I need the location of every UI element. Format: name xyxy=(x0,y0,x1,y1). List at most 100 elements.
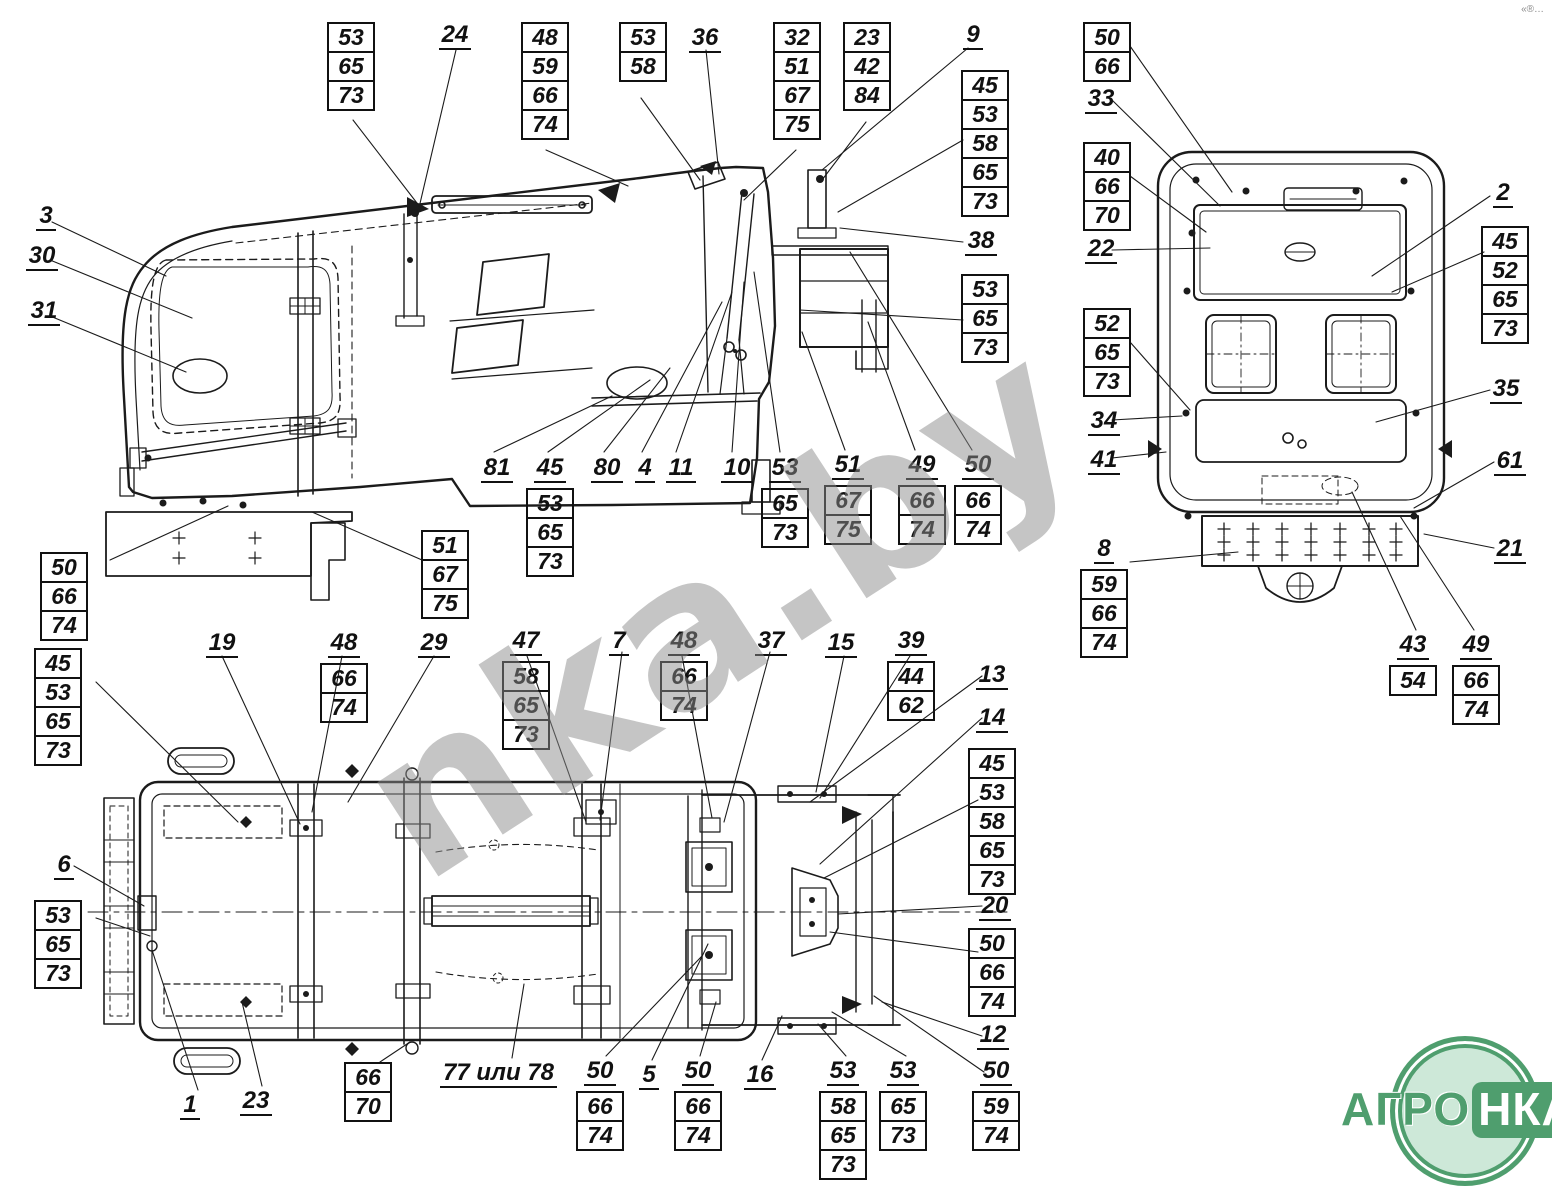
ref-number-box: 44 xyxy=(887,661,935,693)
ref-number-box: 75 xyxy=(824,514,872,546)
ref-number-box: 75 xyxy=(773,109,821,140)
part-number: 77 или 78 xyxy=(440,1060,557,1089)
part-number: 50 xyxy=(681,1058,715,1087)
part-number: 51 xyxy=(831,452,865,481)
ref-number-box: 66 xyxy=(1083,171,1131,202)
part-number: 14 xyxy=(975,705,1009,734)
ref-number-box: 58 xyxy=(961,128,1009,159)
ref-number-box: 58 xyxy=(502,661,550,693)
ref-number-box: 74 xyxy=(954,514,1002,546)
ref-number-box: 66 xyxy=(576,1091,624,1123)
part-number: 48 xyxy=(327,630,361,659)
callout-group-31: 2 xyxy=(1479,180,1527,213)
ref-number-box: 66 xyxy=(1452,665,1500,697)
ref-number-box: 74 xyxy=(674,1120,722,1152)
part-number: 12 xyxy=(976,1022,1010,1051)
ref-number-box: 74 xyxy=(968,986,1016,1017)
ref-number-box: 32 xyxy=(773,22,821,53)
ref-number-box: 73 xyxy=(526,546,574,578)
part-number: 15 xyxy=(824,630,858,659)
part-number: 19 xyxy=(205,630,239,659)
logo-text-agro: АГРО xyxy=(1341,1083,1471,1135)
ref-number-box: 67 xyxy=(773,80,821,111)
ref-number-box: 66 xyxy=(320,663,368,695)
part-number: 9 xyxy=(963,22,983,51)
ref-number-box: 51 xyxy=(421,530,469,561)
ref-number-box: 65 xyxy=(961,303,1009,334)
ref-number-box: 65 xyxy=(961,157,1009,188)
leader-lines xyxy=(49,45,1495,1091)
part-number: 41 xyxy=(1087,447,1121,476)
part-number: 50 xyxy=(979,1058,1013,1087)
ref-number-box: 70 xyxy=(344,1091,392,1122)
ref-number-box: 73 xyxy=(327,80,375,111)
callout-group-37: 61 xyxy=(1486,448,1534,481)
ref-number-box: 59 xyxy=(1080,569,1128,601)
ref-number-box: 74 xyxy=(898,514,946,546)
ref-number-box: 73 xyxy=(1481,313,1529,344)
ref-number-box: 45 xyxy=(968,748,1016,779)
ref-number-box: 67 xyxy=(824,485,872,517)
callout-group-38: 21 xyxy=(1486,536,1534,569)
ref-number-box: 66 xyxy=(954,485,1002,517)
agronka-logo: АГРОНКА xyxy=(1341,1034,1552,1186)
callout-group-12: 3 xyxy=(22,203,70,236)
part-number: 34 xyxy=(1087,408,1121,437)
ref-number-box: 65 xyxy=(502,690,550,722)
callout-group-14: 31 xyxy=(20,298,68,331)
part-number: 16 xyxy=(743,1062,777,1091)
part-number: 33 xyxy=(1084,86,1118,115)
ref-number-box: 73 xyxy=(34,958,82,989)
part-number: 53 xyxy=(886,1058,920,1087)
ref-number-box: 52 xyxy=(1481,255,1529,286)
ref-number-box: 67 xyxy=(421,559,469,590)
ref-number-box: 65 xyxy=(34,929,82,960)
part-number: 81 xyxy=(480,455,514,484)
ref-number-box: 50 xyxy=(40,552,88,583)
ref-number-stack: 54 xyxy=(1389,665,1437,697)
part-number: 43 xyxy=(1396,632,1430,661)
part-number: 1 xyxy=(180,1092,200,1121)
ref-number-box: 65 xyxy=(327,51,375,82)
ref-number-box: 58 xyxy=(619,51,667,82)
callout-group-5: 36 xyxy=(681,25,729,58)
callout-group-28: 33 xyxy=(1077,86,1125,119)
part-number: 48 xyxy=(667,628,701,657)
part-number: 35 xyxy=(1489,376,1523,405)
part-number: 49 xyxy=(1459,632,1493,661)
callout-group-46: 7 xyxy=(595,628,643,661)
ref-number-box: 66 xyxy=(1083,51,1131,82)
